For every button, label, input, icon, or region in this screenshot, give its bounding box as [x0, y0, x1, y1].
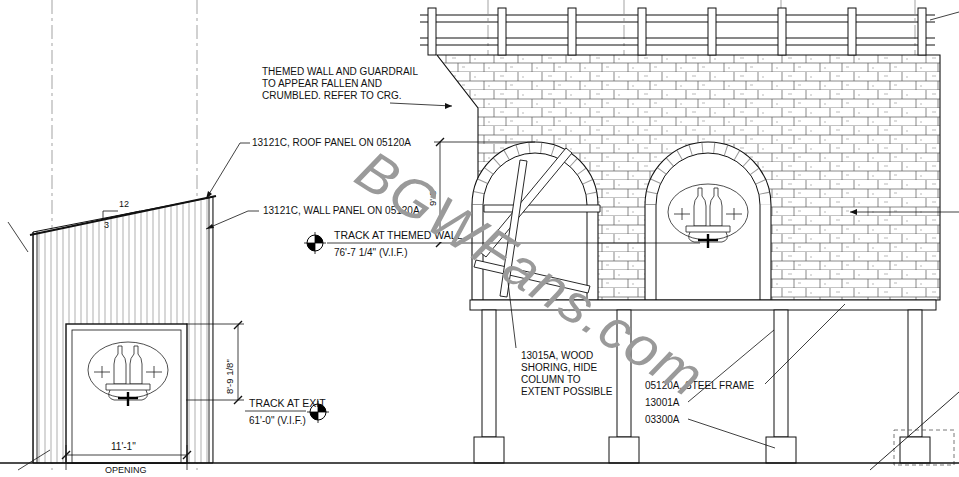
dimension-text: 11'-1" — [111, 441, 136, 453]
callout-number: 03300A — [645, 414, 679, 426]
elevation-text: 61'-0" (V.I.F.) — [249, 415, 306, 427]
dimension-text: OPENING — [105, 465, 147, 476]
dimension-text: 8'-9 1/8" — [224, 359, 235, 394]
general-note: THEMED WALL AND GUARDRAIL TO APPEAR FALL… — [262, 66, 430, 102]
elevation-text: 76'-7 1/4" (V.I.F.) — [333, 247, 408, 259]
slope-value: 12 — [119, 199, 129, 210]
slope-value: 3 — [104, 220, 109, 231]
track-label: TRACK AT EXIT — [249, 397, 326, 410]
